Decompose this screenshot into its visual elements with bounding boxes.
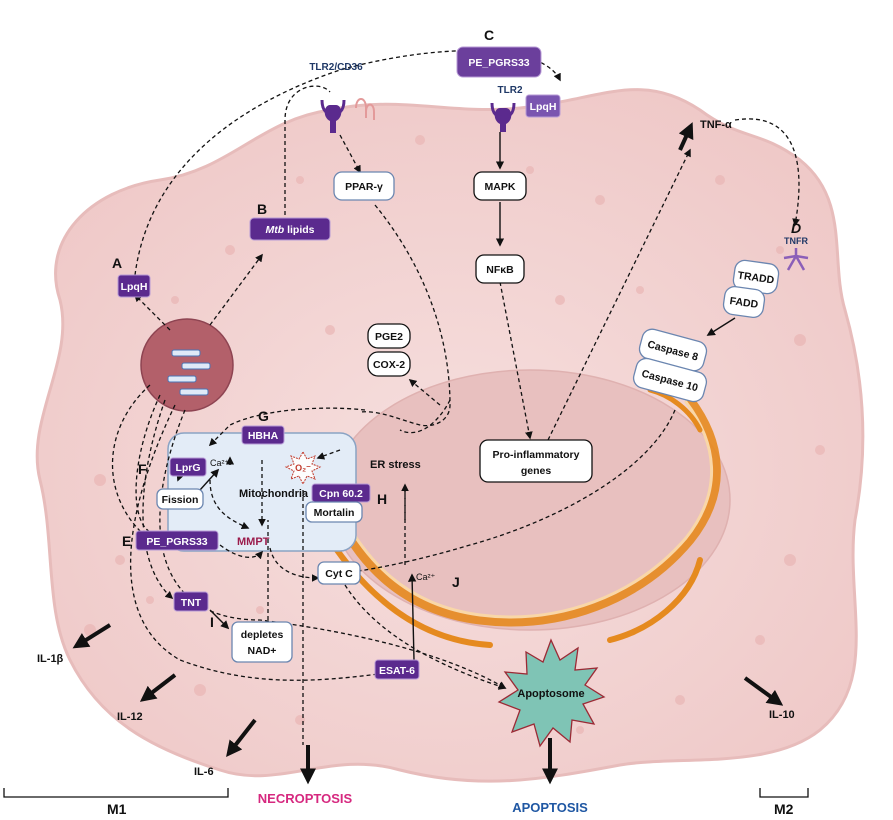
svg-text:Mortalin: Mortalin xyxy=(314,507,355,519)
apoptosis-label: APOPTOSIS xyxy=(512,800,588,815)
svg-text:Mtb lipids: Mtb lipids xyxy=(265,224,314,236)
svg-text:Cyt C: Cyt C xyxy=(325,568,353,580)
tlr2-cd36-receptor-icon xyxy=(320,98,375,133)
molecule-mtb-lipids: Mtb lipids xyxy=(249,217,331,241)
box-caspase-10: Caspase 10 xyxy=(632,357,708,403)
svg-text:D: D xyxy=(791,220,801,236)
svg-text:COX-2: COX-2 xyxy=(373,359,405,371)
molecule-lprg: LprG xyxy=(169,457,207,477)
box-fission: Fission xyxy=(156,488,204,510)
svg-text:O₂⁻: O₂⁻ xyxy=(295,463,311,473)
box-cyt-c: Cyt C xyxy=(317,561,361,585)
ros-burst-icon: O₂⁻ xyxy=(284,450,322,486)
apoptosome: Apoptosome xyxy=(497,638,606,748)
svg-text:A: A xyxy=(112,255,122,271)
solid-pathways xyxy=(176,132,736,661)
svg-text:MMPT: MMPT xyxy=(237,536,270,548)
svg-text:F: F xyxy=(138,461,147,477)
svg-text:TNFR: TNFR xyxy=(784,236,808,246)
svg-text:M1: M1 xyxy=(107,801,127,817)
m1-bracket: M1 xyxy=(3,788,229,817)
svg-text:Pro-inflammatory: Pro-inflammatory xyxy=(493,449,580,461)
svg-text:genes: genes xyxy=(521,465,552,477)
molecule-pe-pgrs33-top: PE_PGRS33 xyxy=(456,46,542,78)
svg-text:TLR2: TLR2 xyxy=(498,85,523,96)
svg-text:TLR2/CD36: TLR2/CD36 xyxy=(309,62,363,73)
svg-text:IL-12: IL-12 xyxy=(117,711,143,723)
box-fadd: FADD xyxy=(722,285,766,319)
svg-text:IL-10: IL-10 xyxy=(769,709,795,721)
svg-text:IL-6: IL-6 xyxy=(194,766,214,778)
svg-text:MAPK: MAPK xyxy=(485,181,516,193)
svg-text:B: B xyxy=(257,201,267,217)
m2-bracket: M2 xyxy=(759,788,809,817)
box-mortalin: Mortalin xyxy=(305,501,363,523)
svg-text:G: G xyxy=(258,408,269,424)
box-depletes-nad: depletes NAD+ xyxy=(231,621,293,663)
necroptosis-label: NECROPTOSIS xyxy=(258,791,353,806)
svg-text:IL-1β: IL-1β xyxy=(37,653,64,665)
tlr2-receptor-icon xyxy=(490,102,516,132)
svg-text:PE_PGRS33: PE_PGRS33 xyxy=(468,57,529,69)
svg-text:LpqH: LpqH xyxy=(530,101,557,113)
svg-text:ER stress: ER stress xyxy=(370,459,421,471)
panel-letters: A B C D E F G H I J xyxy=(112,27,801,630)
svg-text:M2: M2 xyxy=(774,801,794,817)
tnfr-receptor-icon xyxy=(783,248,809,271)
svg-text:C: C xyxy=(484,27,494,43)
phagosome xyxy=(140,318,234,412)
svg-text:TNT: TNT xyxy=(181,597,202,609)
molecule-hbha: HBHA xyxy=(241,425,285,445)
svg-text:FADD: FADD xyxy=(729,295,759,311)
molecule-lpqh-a: LpqH xyxy=(117,274,151,298)
svg-text:Fission: Fission xyxy=(162,494,199,506)
molecule-lpqh-c: LpqH xyxy=(525,94,561,118)
svg-text:PGE2: PGE2 xyxy=(375,331,403,343)
molecule-tnt: TNT xyxy=(173,591,209,612)
molecule-cpn602: Cpn 60.2 xyxy=(311,483,371,503)
svg-text:Cpn 60.2: Cpn 60.2 xyxy=(319,488,363,500)
svg-text:ESAT-6: ESAT-6 xyxy=(379,665,415,677)
svg-text:LprG: LprG xyxy=(175,462,200,474)
box-nfkb: NFκB xyxy=(475,254,525,284)
svg-text:TNF-α: TNF-α xyxy=(700,119,732,131)
svg-text:Apoptosome: Apoptosome xyxy=(517,688,584,700)
box-ppar: PPAR-γ xyxy=(333,171,395,201)
svg-text:E: E xyxy=(122,533,131,549)
svg-text:PE_PGRS33: PE_PGRS33 xyxy=(146,536,207,548)
svg-text:Mitochondria: Mitochondria xyxy=(239,488,309,500)
svg-text:TRADD: TRADD xyxy=(737,269,775,286)
dashed-pathways xyxy=(112,49,800,745)
svg-text:I: I xyxy=(210,614,214,630)
nucleus xyxy=(329,369,731,631)
cytokine-labels: IL-1β IL-12 IL-6 IL-10 xyxy=(37,653,795,778)
cytoplasm-dots xyxy=(84,135,825,734)
text-labels: Mitochondria MMPT ER stress Ca²⁺ Ca²⁺ TL… xyxy=(210,62,808,582)
svg-text:NFκB: NFκB xyxy=(486,264,514,276)
svg-text:depletes: depletes xyxy=(241,629,284,641)
svg-text:Ca²⁺: Ca²⁺ xyxy=(416,572,436,582)
svg-text:H: H xyxy=(377,491,387,507)
molecule-pe-pgrs33-e: PE_PGRS33 xyxy=(135,530,219,551)
svg-text:LpqH: LpqH xyxy=(121,281,148,293)
molecule-esat6: ESAT-6 xyxy=(374,659,420,680)
box-cox2: COX-2 xyxy=(367,351,411,377)
box-pge2: PGE2 xyxy=(367,323,411,349)
svg-text:J: J xyxy=(452,574,460,590)
box-mapk: MAPK xyxy=(473,171,527,201)
svg-text:Ca²⁺: Ca²⁺ xyxy=(210,458,230,468)
box-pro-inflammatory-genes: Pro-inflammatory genes xyxy=(479,439,593,483)
svg-text:PPAR-γ: PPAR-γ xyxy=(345,181,383,193)
output-arrows xyxy=(72,122,784,785)
svg-text:NAD+: NAD+ xyxy=(248,645,277,657)
svg-text:HBHA: HBHA xyxy=(248,430,279,442)
